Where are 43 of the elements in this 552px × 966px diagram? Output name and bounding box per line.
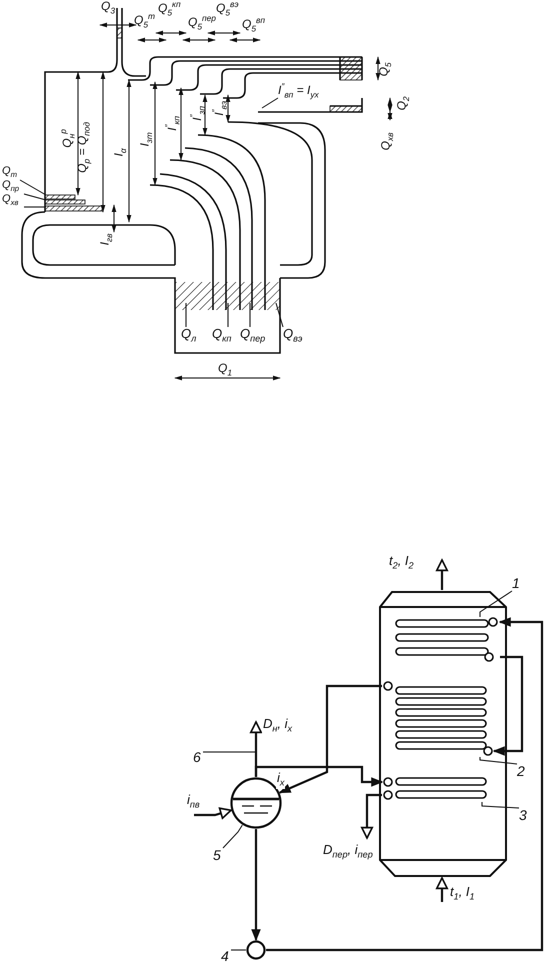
pipe-arrow <box>266 617 544 952</box>
leader-line <box>480 756 518 764</box>
callout-number: 5 <box>213 848 221 862</box>
leader-line <box>20 180 46 196</box>
callout-number: 1 <box>512 576 520 590</box>
callout-number: 3 <box>519 808 527 822</box>
dimension-label: Q$_{3}$ <box>101 0 116 15</box>
pump-symbol <box>246 940 266 960</box>
boiler-vessel <box>378 590 508 878</box>
callout-number: 6 <box>193 750 201 764</box>
flow-label: Q$_{т}$ <box>2 166 17 179</box>
pipe-arrow <box>254 766 384 787</box>
leader-line <box>24 206 46 208</box>
edge-label: D$_{н}$, i$_{х}$ <box>262 716 294 735</box>
leader-line <box>24 194 46 200</box>
callout-number: 2 <box>517 764 525 778</box>
leader-line <box>222 824 243 848</box>
flow-label: Q$_{л}$ <box>181 327 196 344</box>
edge-label: i$_{пв}$ <box>186 792 201 811</box>
dimension-label: Q$_{1}$ <box>218 362 232 377</box>
leader-line <box>482 802 520 808</box>
flow-label: Q$_{кп}$ <box>212 327 232 344</box>
flow-label: Q$_{хв}$ <box>2 194 18 207</box>
pipe-arrow <box>436 559 448 590</box>
leader-line <box>276 302 284 328</box>
flow-label: Q$_{вэ}$ <box>283 327 302 344</box>
heating-coil <box>382 681 494 757</box>
edge-label: i$_{х}$ <box>276 770 286 789</box>
pipe-arrow <box>492 656 524 756</box>
pipe-arrow <box>194 807 232 820</box>
flow-label: I$^{″}$$_{вп}$ = I$_{ух}$ <box>278 82 319 99</box>
flow-label: Q$_{пр}$ <box>2 180 20 193</box>
callout-number: 4 <box>221 949 229 963</box>
leader-line <box>480 590 512 618</box>
flow-label: Q$_{пер}$ <box>240 327 266 344</box>
pipe-arrow <box>360 794 382 839</box>
pipe-arrow <box>436 877 448 902</box>
pipe-arrow <box>278 684 382 794</box>
pipe-arrow <box>251 829 261 942</box>
heating-coil <box>392 617 500 663</box>
edge-label: D$_{пер}$, i$_{пер}$ <box>322 842 374 861</box>
pipe-arrow <box>250 721 262 777</box>
leader-line <box>262 98 278 108</box>
